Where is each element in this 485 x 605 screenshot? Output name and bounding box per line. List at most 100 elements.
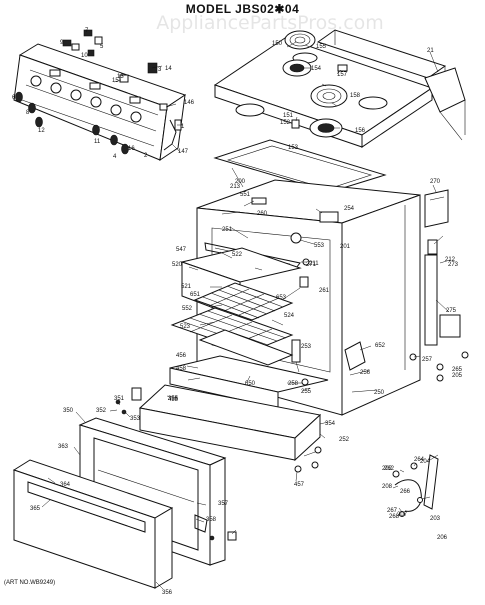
callout-15: 15 — [112, 78, 119, 84]
callout-150: 150 — [272, 41, 283, 47]
callout-207: 207 — [397, 512, 408, 518]
callout-273: 273 — [448, 262, 459, 268]
oven-rack-lower — [170, 307, 294, 366]
callout-354: 354 — [325, 421, 336, 427]
callout-153: 153 — [288, 145, 299, 151]
callout-260: 260 — [257, 211, 268, 217]
callout-358: 358 — [206, 517, 217, 523]
callout-363: 363 — [58, 444, 69, 450]
callout-158: 158 — [350, 93, 361, 99]
callout-204: 204 — [420, 459, 431, 465]
art-number: (ART NO.WB9249) — [4, 580, 56, 586]
callout-156: 156 — [355, 128, 366, 134]
callout-253: 253 — [301, 344, 312, 350]
callout-146: 146 — [184, 100, 195, 106]
callout-157: 157 — [337, 72, 348, 78]
callout-251: 251 — [222, 227, 233, 233]
callout-11: 11 — [94, 139, 101, 145]
callout-521: 521 — [181, 284, 192, 290]
callout-651: 651 — [190, 292, 201, 298]
oven-door — [12, 459, 174, 589]
callout-270: 270 — [430, 179, 441, 185]
drawer-panel — [131, 355, 329, 473]
part-callouts: 1 2 3 4 5 6 7 8 9 10 11 12 13 14 15 16 2… — [12, 28, 463, 596]
callout-457: 457 — [294, 482, 305, 488]
callout-16: 16 — [128, 146, 135, 152]
callout-14: 14 — [165, 66, 172, 72]
callout-652: 652 — [375, 343, 386, 349]
callout-522: 522 — [232, 252, 243, 258]
callout-152: 152 — [280, 120, 291, 126]
callout-6: 6 — [12, 95, 16, 101]
callout-205: 205 — [452, 373, 463, 379]
callout-255: 255 — [301, 389, 312, 395]
callout-355: 355 — [168, 396, 179, 402]
callout-257: 257 — [422, 357, 433, 363]
callout-547: 547 — [176, 247, 187, 253]
control-knobs — [15, 91, 129, 155]
callout-353: 353 — [130, 416, 141, 422]
leader-lines — [41, 41, 451, 590]
callout-553: 553 — [314, 243, 325, 249]
callout-266: 266 — [400, 489, 411, 495]
surface-elements — [282, 30, 348, 138]
oven-components — [251, 197, 339, 363]
callout-258: 258 — [288, 381, 299, 387]
callout-351: 351 — [114, 396, 125, 402]
callout-552: 552 — [182, 306, 193, 312]
callout-271: 271 — [306, 262, 317, 268]
callout-147: 147 — [178, 149, 189, 155]
callout-8: 8 — [26, 110, 30, 116]
callout-200: 200 — [235, 179, 246, 185]
callout-21: 21 — [427, 48, 434, 54]
callout-151: 151 — [283, 113, 294, 119]
callout-201: 201 — [340, 244, 351, 250]
callout-357: 357 — [218, 501, 229, 507]
control-panel — [13, 43, 187, 162]
callout-208: 208 — [382, 484, 393, 490]
callout-264: 264 — [414, 457, 425, 463]
callout-212: 212 — [445, 257, 456, 263]
callout-455: 455 — [168, 397, 179, 403]
callout-5: 5 — [100, 44, 104, 50]
callout-364: 364 — [60, 482, 71, 488]
callout-268: 268 — [389, 514, 400, 520]
cooktop-frame — [213, 139, 387, 193]
callout-206: 206 — [437, 535, 448, 541]
callout-155: 155 — [316, 44, 327, 50]
callout-213: 213 — [230, 184, 241, 190]
callout-356: 356 — [162, 590, 173, 596]
callout-456: 456 — [176, 353, 187, 359]
callout-250: 250 — [374, 390, 385, 396]
callout-256: 256 — [360, 370, 371, 376]
callout-520: 520 — [172, 262, 183, 268]
side-panel — [424, 189, 449, 228]
callout-267: 267 — [387, 508, 398, 514]
callout-1: 1 — [181, 124, 185, 130]
callout-4: 4 — [113, 154, 117, 160]
callout-203: 203 — [430, 516, 441, 522]
door-hinge-and-screws — [115, 399, 237, 541]
callout-458: 458 — [176, 366, 187, 372]
callout-7: 7 — [85, 28, 89, 34]
callout-275: 275 — [446, 308, 457, 314]
callout-252: 252 — [339, 437, 350, 443]
callout-12: 12 — [38, 128, 45, 134]
callout-202: 202 — [382, 466, 393, 472]
back-bracket — [424, 67, 466, 141]
callout-650: 650 — [245, 381, 256, 387]
callout-254: 254 — [344, 206, 355, 212]
callout-365: 365 — [30, 506, 41, 512]
callout-10: 10 — [81, 53, 88, 59]
misc-screws — [301, 351, 469, 469]
callout-154: 154 — [311, 66, 322, 72]
callout-261: 261 — [319, 288, 330, 294]
callout-211: 211 — [309, 261, 319, 267]
callout-13: 13 — [117, 74, 124, 80]
callout-551: 551 — [240, 192, 251, 198]
callout-523: 523 — [180, 324, 191, 330]
callout-350: 350 — [63, 408, 74, 414]
callout-3: 3 — [158, 67, 162, 73]
callout-352: 352 — [96, 408, 107, 414]
